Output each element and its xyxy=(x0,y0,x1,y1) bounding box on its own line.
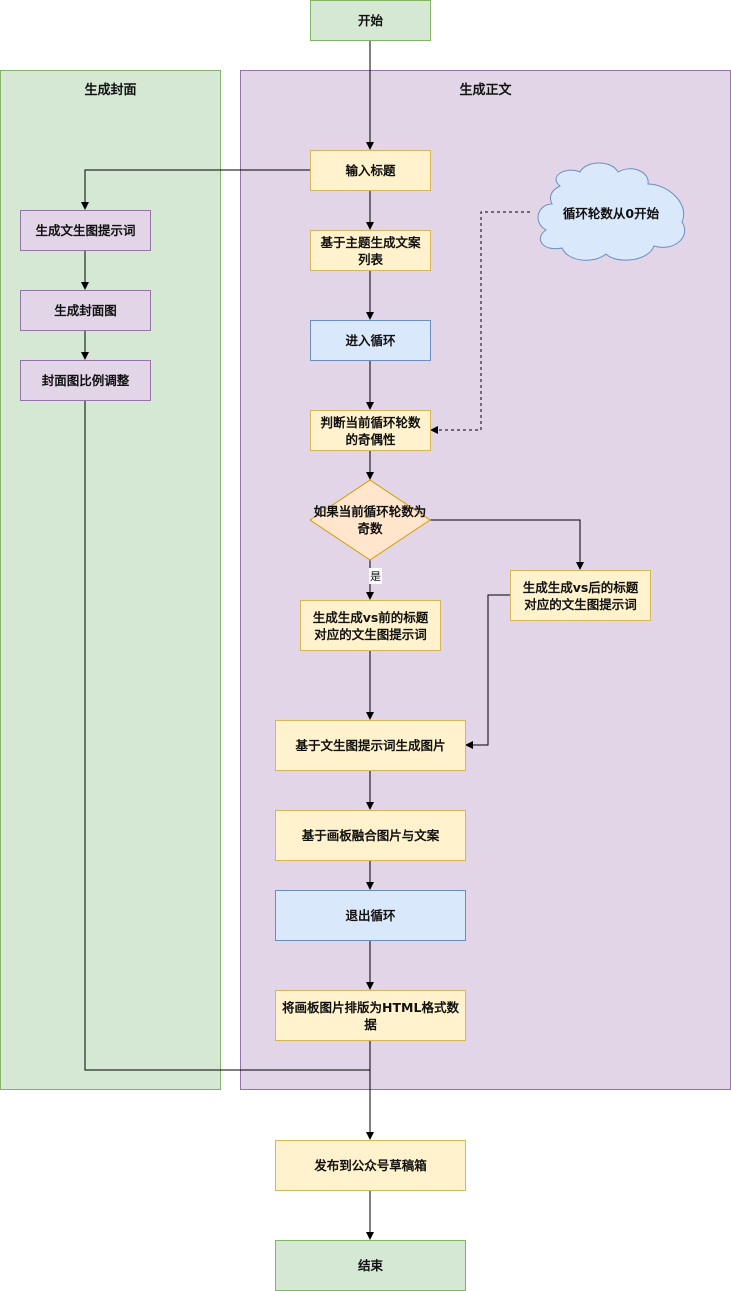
node-merge-canvas: 基于画板融合图片与文案 xyxy=(275,810,466,861)
edge-note-judge xyxy=(430,211,530,434)
node-exit-loop: 退出循环 xyxy=(275,890,466,941)
cloud-note-label: 循环轮数从0开始 xyxy=(562,205,660,221)
node-prompt-after-vs: 生成生成vs后的标题对应的文生图提示词 xyxy=(510,570,651,621)
node-gen-image: 基于文生图提示词生成图片 xyxy=(275,720,466,771)
node-start: 开始 xyxy=(310,0,431,41)
decision-diamond xyxy=(309,479,431,561)
cloud-shape xyxy=(537,162,685,261)
node-cover-prompt: 生成文生图提示词 xyxy=(20,210,151,251)
edge-label-yes: 是 xyxy=(369,568,382,584)
node-layout-html: 将画板图片排版为HTML格式数据 xyxy=(275,990,466,1041)
edge-ifodd-after xyxy=(430,519,584,570)
node-prompt-before-vs: 生成生成vs前的标题对应的文生图提示词 xyxy=(300,600,441,651)
lane-body-title: 生成正文 xyxy=(459,83,512,98)
node-input-title: 输入标题 xyxy=(310,150,431,191)
node-cover-ratio: 封面图比例调整 xyxy=(20,360,151,401)
edge-after-genimage xyxy=(465,594,510,749)
edge-coverratio-merge xyxy=(84,400,370,1071)
node-end: 结束 xyxy=(275,1240,466,1291)
edge-input-coverprompt xyxy=(81,169,310,210)
node-publish: 发布到公众号草稿箱 xyxy=(275,1140,466,1191)
node-cover-image: 生成封面图 xyxy=(20,290,151,331)
lane-cover-title: 生成封面 xyxy=(84,83,137,98)
node-judge-parity: 判断当前循环轮数的奇偶性 xyxy=(310,410,431,451)
node-enter-loop: 进入循环 xyxy=(310,320,431,361)
node-gen-copy-list: 基于主题生成文案列表 xyxy=(310,230,431,271)
decision-if-odd-label: 如果当前循环轮数为奇数 xyxy=(313,504,427,536)
